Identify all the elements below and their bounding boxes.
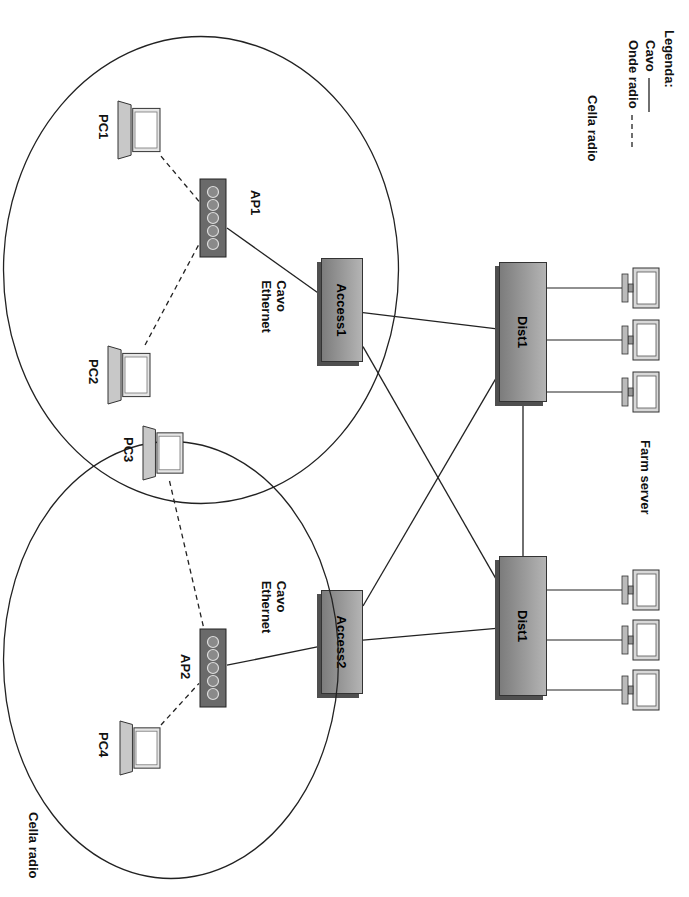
radio-link bbox=[161, 156, 199, 201]
ap-antenna-ring bbox=[208, 187, 219, 198]
device-label: AP1 bbox=[248, 190, 263, 215]
laptop-display bbox=[136, 731, 157, 765]
ap-antenna-ring bbox=[208, 637, 219, 648]
network-switch: Access2 bbox=[321, 590, 363, 694]
device-label: PC1 bbox=[96, 114, 111, 139]
laptop-screen bbox=[133, 108, 160, 151]
laptop-pc-shape bbox=[117, 100, 161, 160]
cable-link bbox=[522, 402, 523, 556]
access-point-shape bbox=[199, 628, 227, 708]
laptop-pc: PC4 bbox=[119, 720, 161, 776]
cable-link bbox=[363, 373, 499, 606]
device-label: AP2 bbox=[178, 654, 193, 679]
laptop-display bbox=[159, 436, 180, 470]
ap-body bbox=[200, 179, 226, 257]
laptop-display bbox=[135, 112, 157, 148]
ap-antenna-ring bbox=[208, 676, 219, 687]
access-point: AP2 bbox=[199, 628, 227, 708]
cell-outline bbox=[4, 37, 399, 504]
network-switch: Access1 bbox=[321, 258, 363, 362]
laptop-pc: PC2 bbox=[107, 345, 151, 405]
cable-label: Cavo Ethernet bbox=[259, 581, 289, 645]
server-pc bbox=[547, 288, 622, 690]
access-point-shape bbox=[199, 178, 227, 258]
switch-label: Access1 bbox=[335, 284, 350, 337]
ap-antenna-ring bbox=[208, 663, 219, 674]
cable-label: Cavo Ethernet bbox=[259, 280, 289, 344]
radio-cell: Cella radio AP2 PC3PC4 bbox=[2, 440, 340, 880]
laptop-screen bbox=[123, 353, 150, 396]
laptop-pc: PC1 bbox=[117, 100, 161, 160]
laptop-base bbox=[118, 101, 131, 159]
cell-outline bbox=[4, 442, 339, 879]
legend-title: Legenda: bbox=[662, 30, 677, 88]
switch-label: Dist1 bbox=[516, 316, 531, 348]
ap-antenna-ring bbox=[208, 689, 219, 700]
laptop-screen bbox=[157, 433, 183, 473]
radio-link bbox=[145, 244, 199, 345]
switch-label: Dist1 bbox=[516, 610, 531, 642]
laptop-base bbox=[143, 426, 155, 480]
legend-row: Cavo bbox=[643, 40, 658, 72]
group-label: Farm server bbox=[638, 440, 653, 514]
laptop-pc-shape bbox=[107, 345, 151, 405]
radio-link bbox=[161, 683, 199, 725]
device-label: Cella radio bbox=[26, 812, 41, 878]
legend-row: Onde radio bbox=[626, 40, 641, 109]
ap-antenna-ring bbox=[208, 650, 219, 661]
laptop-screen bbox=[134, 728, 160, 768]
ap-antenna-ring bbox=[208, 213, 219, 224]
legend-sample bbox=[644, 78, 654, 114]
laptop-base bbox=[120, 721, 132, 775]
cable-link bbox=[363, 628, 499, 640]
laptop-pc: PC3 bbox=[142, 425, 184, 481]
legend-line bbox=[631, 115, 632, 149]
device-label: Cella radio bbox=[585, 95, 600, 161]
cable-link bbox=[227, 646, 321, 665]
legend-text: Cavo bbox=[643, 40, 658, 72]
device-label: PC4 bbox=[96, 732, 111, 757]
radio-cell-shape bbox=[2, 35, 400, 505]
radio-cell: Cella radioAP1PC1PC2 bbox=[2, 35, 400, 505]
laptop-display bbox=[125, 357, 147, 393]
laptop-pc-shape bbox=[142, 425, 184, 481]
legend-text: Onde radio bbox=[626, 40, 641, 109]
ap-antenna-ring bbox=[208, 239, 219, 250]
network-switch: Dist1 bbox=[499, 556, 547, 696]
device-label: PC2 bbox=[86, 359, 101, 384]
cable-link bbox=[363, 347, 499, 584]
legend-sample bbox=[627, 115, 637, 151]
ap-antenna-ring bbox=[208, 226, 219, 237]
legend-line bbox=[648, 78, 649, 112]
laptop-base bbox=[108, 346, 121, 404]
radio-cell-shape bbox=[2, 440, 340, 880]
device-label: PC3 bbox=[121, 437, 136, 462]
ap-body bbox=[200, 629, 226, 707]
access-point: AP1 bbox=[199, 178, 227, 258]
laptop-pc-shape bbox=[119, 720, 161, 776]
ap-antenna-ring bbox=[208, 200, 219, 211]
network-switch: Dist1 bbox=[499, 262, 547, 402]
cable-link bbox=[363, 313, 499, 330]
